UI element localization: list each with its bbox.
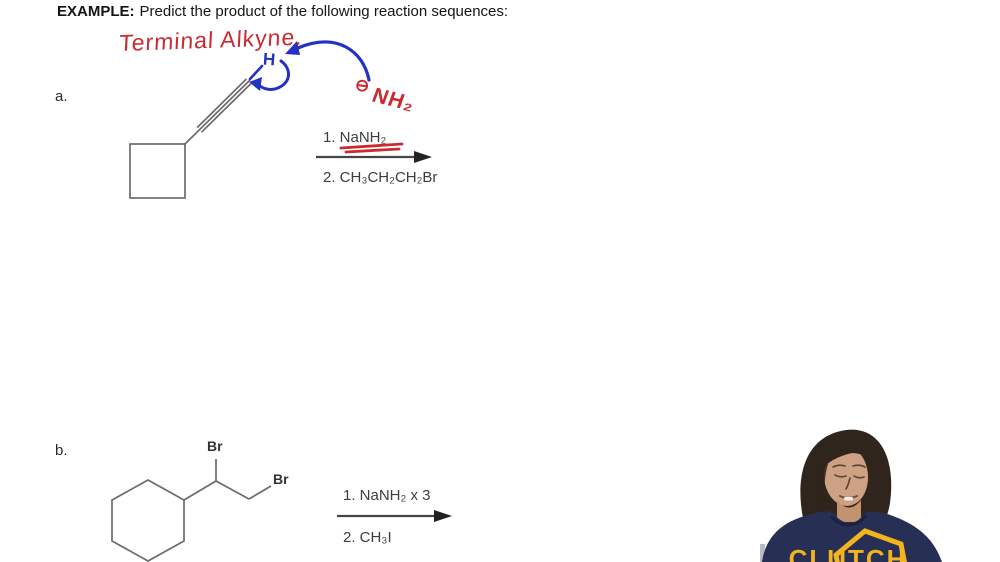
attack-arrow: [285, 40, 371, 82]
arm-edge: [760, 544, 765, 562]
presenter-hair-fringe: [821, 440, 884, 480]
example-text: Predict the product of the following rea…: [139, 3, 509, 20]
presenter-illustration: CLUTCH: [760, 429, 942, 562]
reaction-arrow-b: [337, 510, 452, 522]
ch-bond-blue: [248, 64, 264, 81]
problem-b-label: b.: [55, 442, 68, 459]
reagent-b-step1: 1. NaNH₂ x 3: [343, 487, 431, 504]
reaction-arrow-a: [316, 151, 432, 163]
reagent-b-step2: 2. CH₃I: [343, 529, 392, 546]
alkyne-triple-bond: [184, 78, 252, 145]
presenter-hair-strand: [816, 462, 829, 524]
page-title: EXAMPLE:Predict the product of the follo…: [57, 3, 508, 20]
cyclobutane-ring: [129, 143, 186, 199]
alkyne-h-label: H: [262, 49, 276, 70]
reagent-a-step1: 1. NaNH₂: [323, 129, 387, 146]
nanh2-underline: [339, 142, 404, 154]
shirt-collar: [829, 514, 868, 527]
minus-charge-symbol: ⊖: [353, 75, 371, 96]
bromine-label-right: Br: [273, 471, 289, 487]
cyclohexane-ring: [111, 479, 185, 562]
electron-pushing-arrow: [249, 59, 290, 91]
problem-a-label: a.: [55, 88, 68, 105]
clutch-logo-hexagon: [833, 528, 907, 562]
shirt-logo-text: CLUTCH: [789, 544, 908, 562]
substituent-bonds-b: [183, 459, 272, 501]
example-label: EXAMPLE:: [57, 3, 135, 20]
presenter-neck: [837, 500, 861, 522]
presenter-shirt: [762, 511, 942, 562]
bromine-label-top: Br: [207, 438, 223, 454]
presenter-features: [832, 464, 866, 490]
presenter-video: CLUTCH: [760, 418, 1000, 562]
reagent-a-step2: 2. CH₃CH₂CH₂Br: [323, 169, 438, 186]
presenter-teeth: [844, 497, 853, 501]
